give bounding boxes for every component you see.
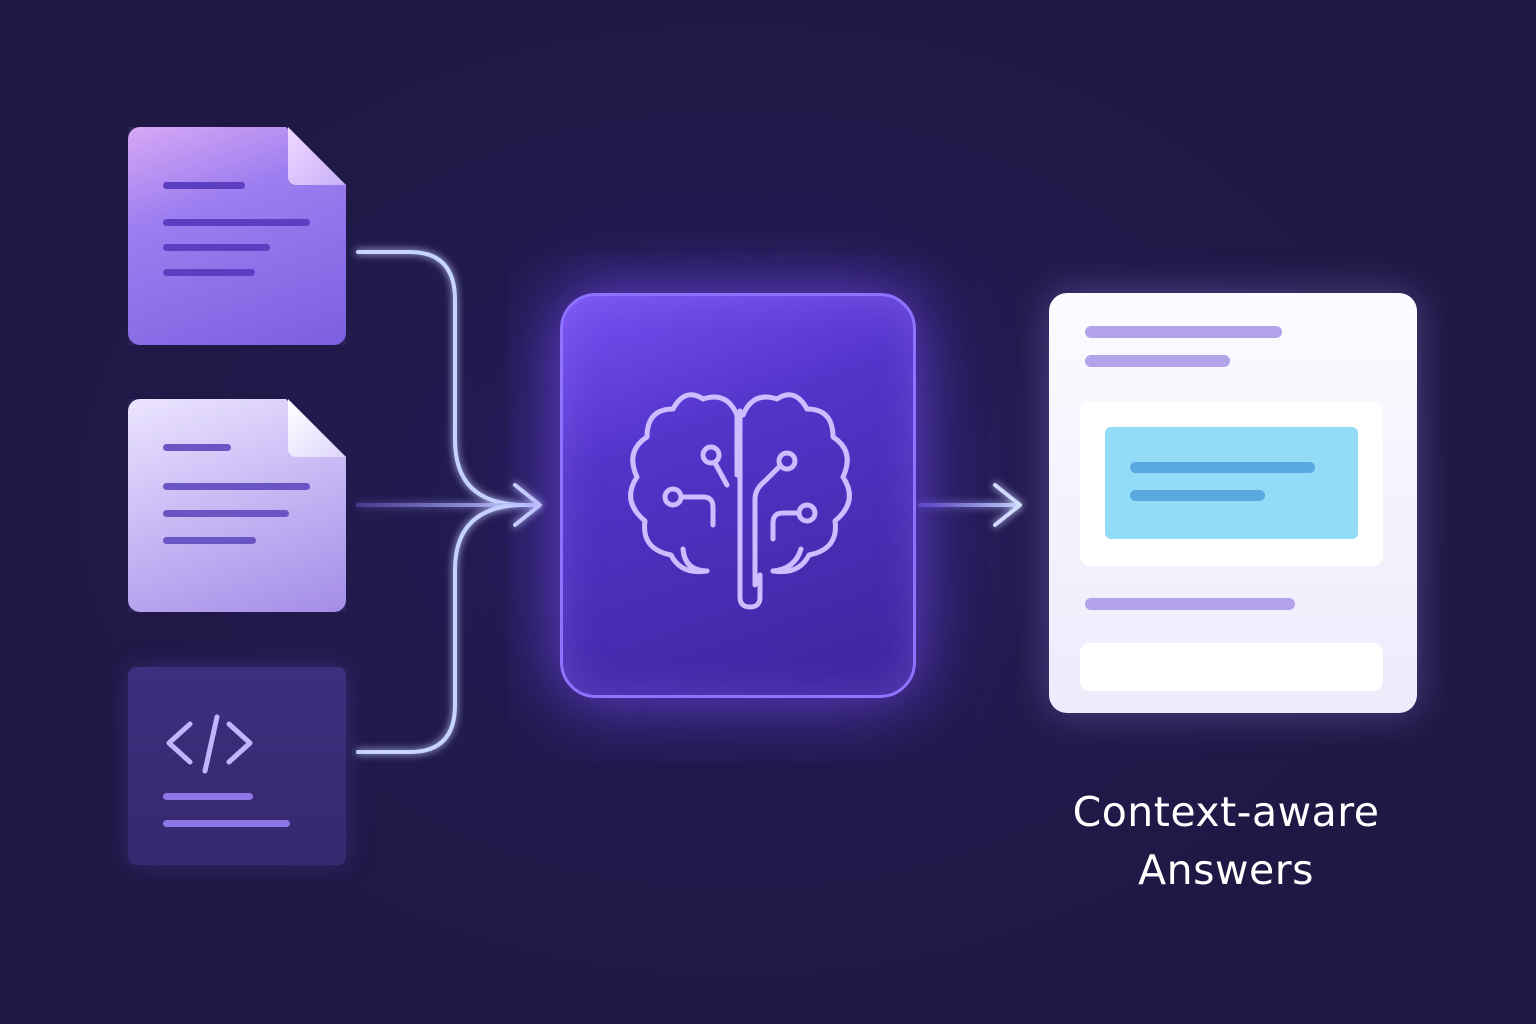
text-line bbox=[1085, 326, 1282, 338]
text-line bbox=[1085, 355, 1230, 367]
caption-line-1: Context-aware bbox=[1072, 788, 1380, 836]
arrow-right-icon bbox=[993, 483, 1022, 527]
text-line bbox=[163, 537, 256, 544]
highlighted-answer bbox=[1105, 427, 1358, 539]
brain-circuit-icon bbox=[628, 392, 852, 610]
text-line bbox=[163, 444, 231, 451]
text-line bbox=[163, 182, 245, 189]
code-icon bbox=[166, 714, 253, 774]
text-line bbox=[163, 269, 255, 276]
connector-top bbox=[356, 250, 527, 507]
arrow-right-icon bbox=[513, 483, 542, 527]
answer-card bbox=[1049, 293, 1417, 713]
text-line bbox=[163, 244, 270, 251]
ai-processor-box bbox=[560, 293, 916, 698]
text-line bbox=[163, 793, 253, 800]
text-line bbox=[1130, 462, 1315, 473]
text-line bbox=[1130, 490, 1265, 501]
code-card bbox=[128, 667, 346, 865]
answer-footer bbox=[1080, 643, 1383, 691]
text-line bbox=[163, 510, 289, 517]
text-line bbox=[163, 483, 310, 490]
text-line bbox=[163, 820, 290, 827]
caption-line-2: Answers bbox=[1138, 846, 1314, 894]
text-line bbox=[1085, 598, 1295, 610]
text-line bbox=[163, 219, 310, 226]
answer-block bbox=[1080, 401, 1383, 566]
connector-bottom bbox=[356, 503, 527, 754]
caption: Context-aware Answers bbox=[1000, 783, 1452, 899]
